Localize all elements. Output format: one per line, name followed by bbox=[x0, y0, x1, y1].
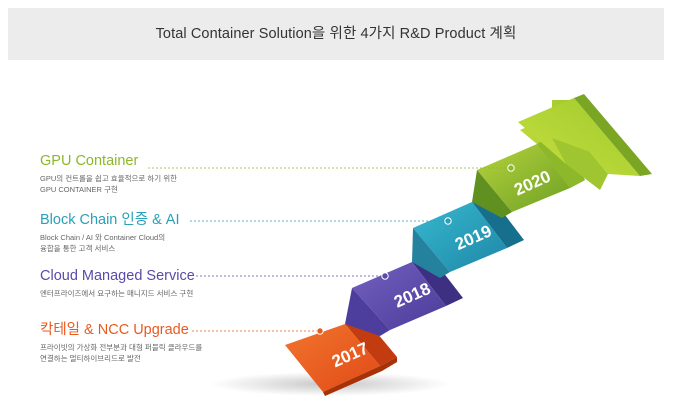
item-desc-line2: GPU CONTAINER 구현 bbox=[40, 185, 118, 194]
item-title: 칵테일 & NCC Upgrade bbox=[40, 322, 189, 338]
item-title: Cloud Managed Service bbox=[40, 268, 195, 284]
item-desc-line1: 프라이빗의 가상화 전부분과 대형 퍼블릭 클라우드를 bbox=[40, 343, 203, 352]
header-bar: Total Container Solution을 위한 4가지 R&D Pro… bbox=[8, 8, 664, 60]
item-desc-line1: Block Chain / AI 와 Container Cloud의 bbox=[40, 233, 166, 242]
item-desc-line2: 융합을 통한 고객 서비스 bbox=[40, 244, 116, 253]
item-cloud-managed-service: Cloud Managed Service 엔터프라이즈에서 요구하는 매니지드… bbox=[40, 267, 320, 299]
connector-dot-2020 bbox=[507, 164, 515, 172]
connector-dot-2018 bbox=[381, 272, 389, 280]
page-title: Total Container Solution을 위한 4가지 R&D Pro… bbox=[155, 26, 517, 42]
item-desc-line1: GPU의 컨트롤을 쉽고 효율적으로 하기 위한 bbox=[40, 174, 178, 183]
item-gpu-container: GPU Container GPU의 컨트롤을 쉽고 효율적으로 하기 위한 G… bbox=[40, 152, 320, 195]
item-cocktail-ncc-upgrade: 칵테일 & NCC Upgrade 프라이빗의 가상화 전부분과 대형 퍼블릭 … bbox=[40, 321, 320, 364]
item-desc-line1: 엔터프라이즈에서 요구하는 매니지드 서비스 구현 bbox=[40, 289, 194, 298]
item-block-chain: Block Chain 인증 & AI Block Chain / AI 와 C… bbox=[40, 211, 320, 254]
item-title: GPU Container bbox=[40, 153, 139, 169]
connector-dot-2017 bbox=[316, 327, 324, 335]
item-desc-line2: 연결하는 멀티하이브리드로 발전 bbox=[40, 354, 141, 363]
connector-dot-2019 bbox=[444, 217, 452, 225]
arrow-head bbox=[518, 94, 652, 190]
item-title: Block Chain 인증 & AI bbox=[40, 212, 180, 228]
step-2019 bbox=[412, 194, 524, 278]
